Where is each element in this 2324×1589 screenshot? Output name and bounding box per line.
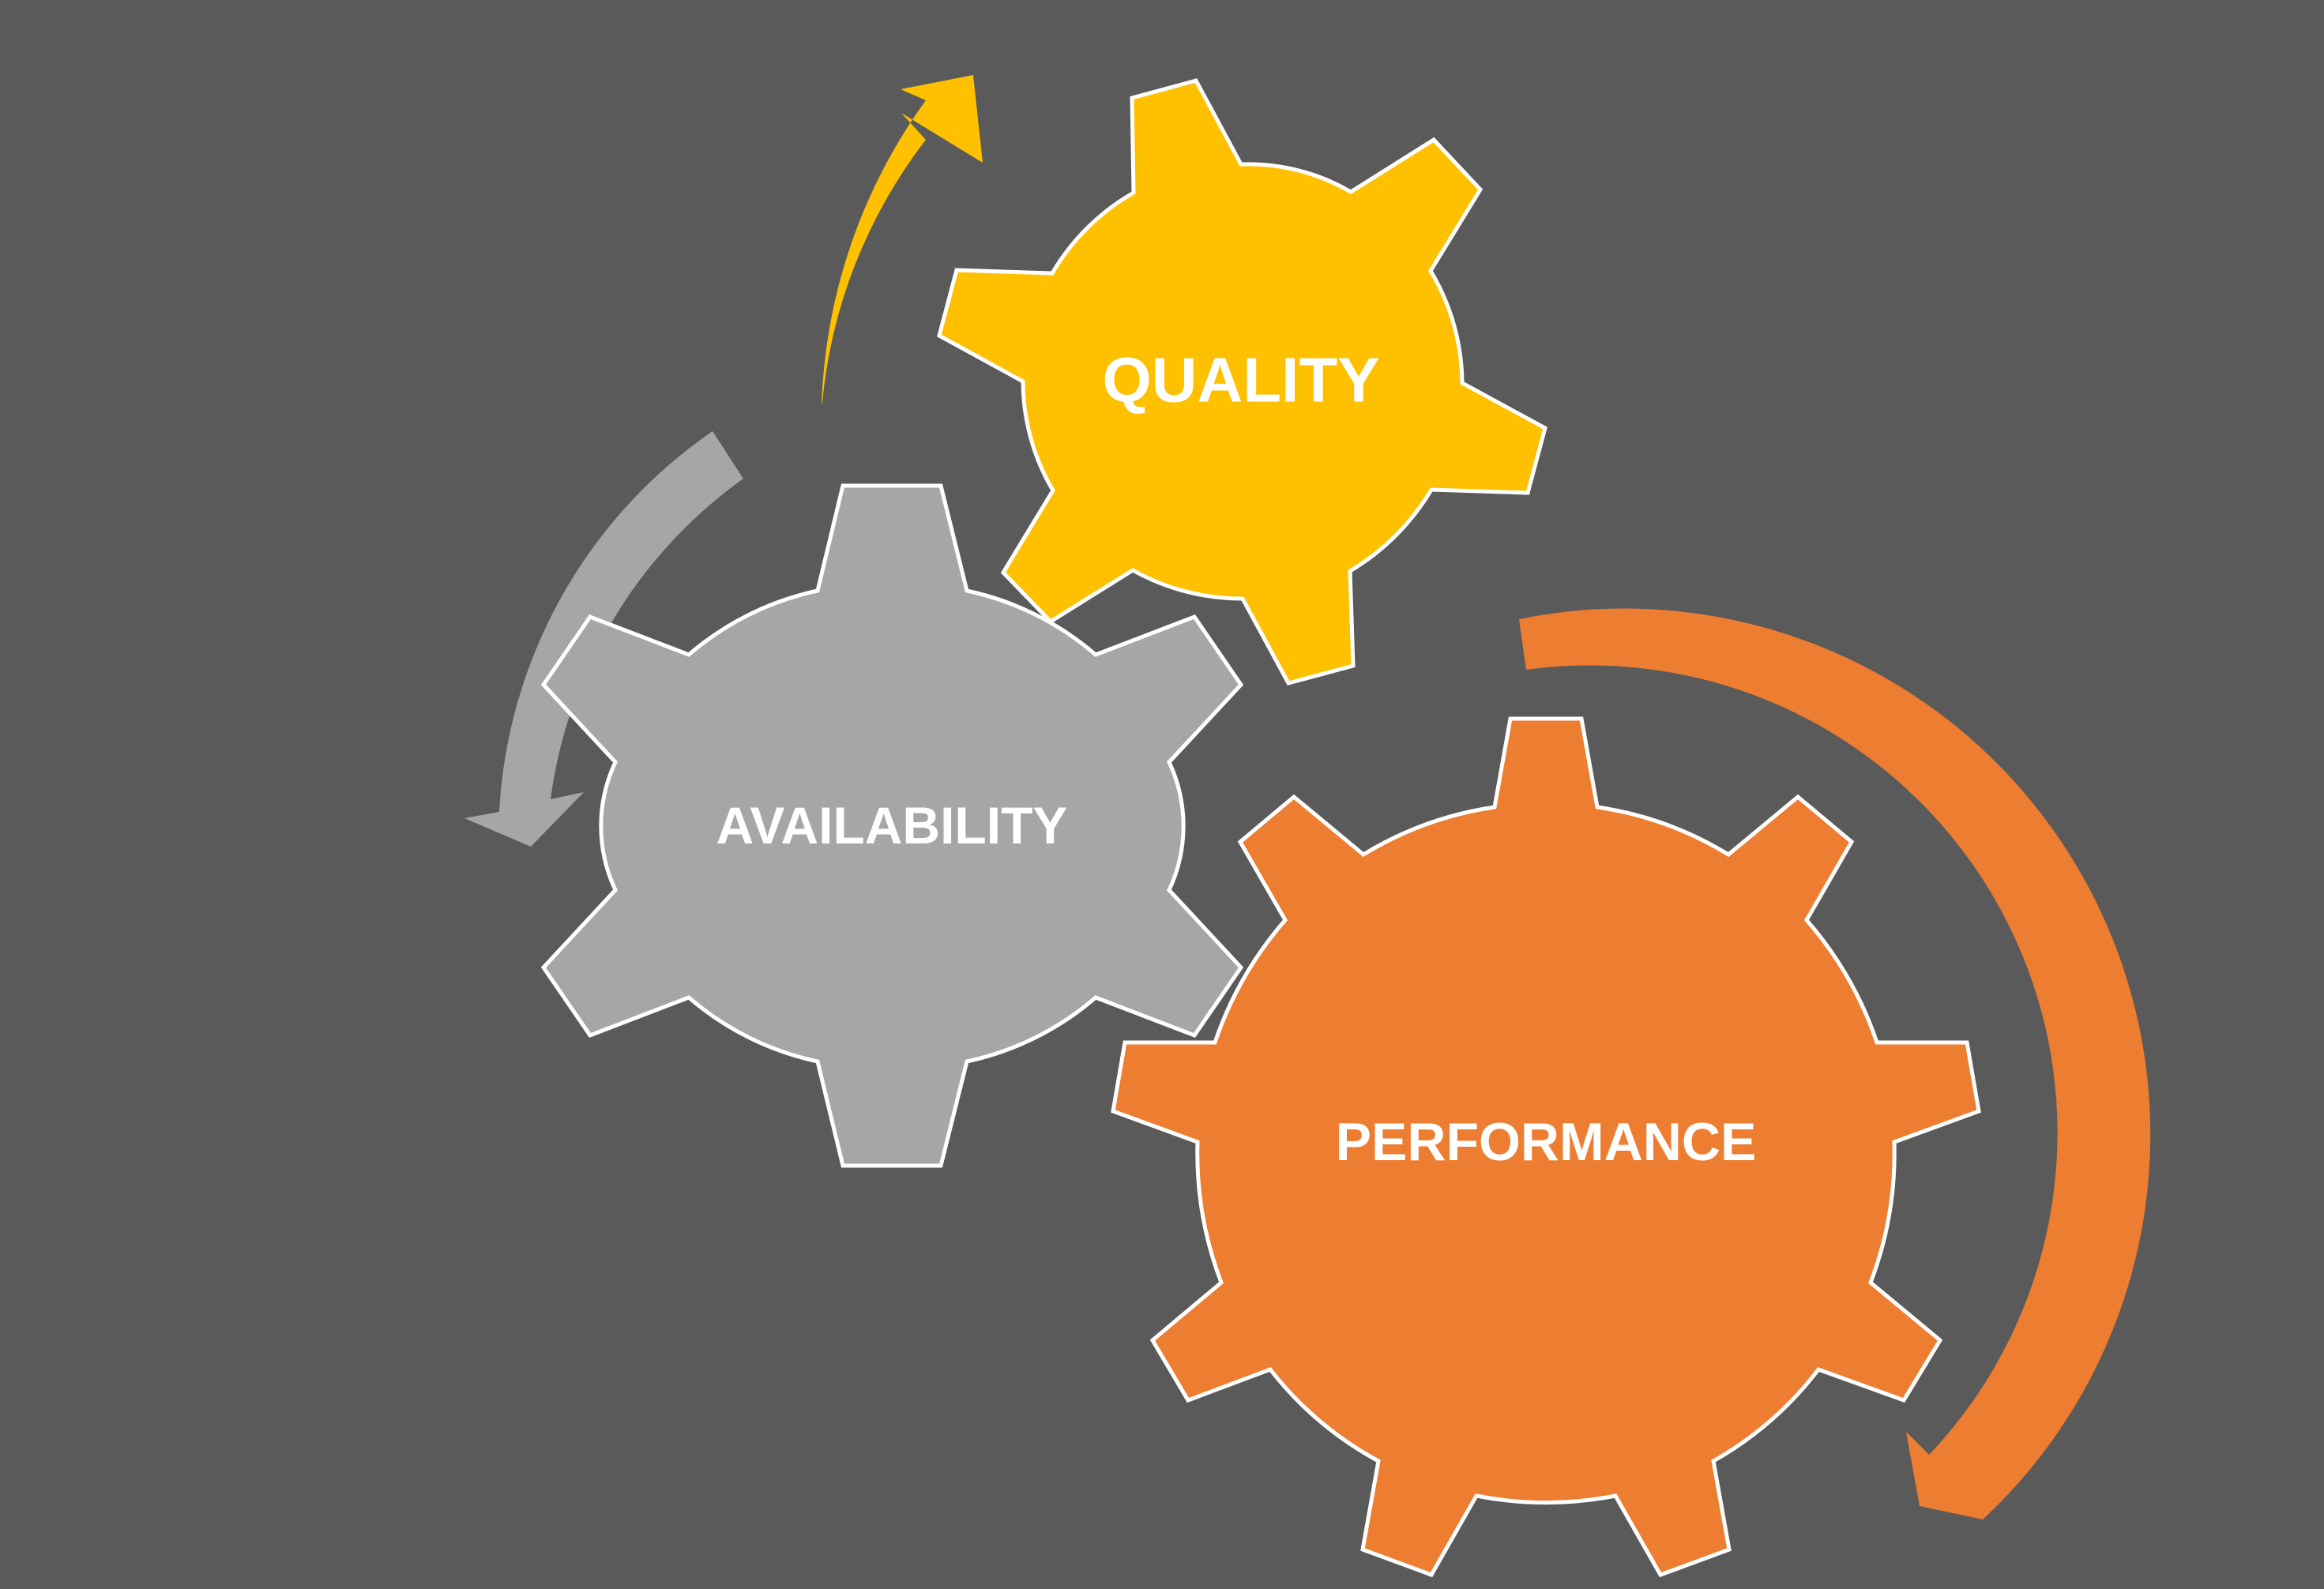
performance-label: PERFORMANCE (1336, 1112, 1757, 1172)
performance-gear: PERFORMANCE (1111, 716, 1981, 1578)
performance-gear-body (1111, 716, 1981, 1578)
availability-label: AVAILABILITY (716, 796, 1068, 855)
quality-cycle-arrow (822, 75, 983, 406)
quality-label: QUALITY (1102, 345, 1379, 415)
performance-cycle-arrow (1519, 608, 2151, 1520)
quality-gear: QUALITY (937, 78, 1547, 686)
availability-gear: AVAILABILITY (540, 483, 1244, 1168)
availability-gear-body (540, 483, 1244, 1168)
quality-gear-body (937, 78, 1547, 686)
availability-cycle-arrow (464, 431, 743, 847)
